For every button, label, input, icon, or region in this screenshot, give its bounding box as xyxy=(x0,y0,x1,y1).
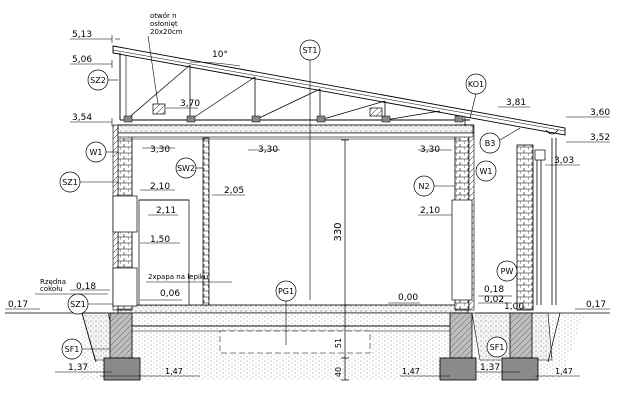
footing-dimension-lines xyxy=(55,371,580,377)
elevation-gutter-text: 3,03 xyxy=(554,156,574,166)
elevation-leaders xyxy=(5,35,610,310)
rzedna-cokolu-label-1: Rzędna xyxy=(40,278,66,286)
tag-n2: N2 xyxy=(413,175,455,197)
found-right-text: 1,37 xyxy=(480,363,500,373)
tag-w1-right: W1 xyxy=(475,160,497,182)
tag-pw: PW xyxy=(496,260,518,282)
opening-note-2: osłonięt xyxy=(150,20,178,28)
dimension-40-text: 40 xyxy=(334,367,343,377)
ground-right-text: 0,17 xyxy=(586,300,606,310)
inner-wall xyxy=(138,137,210,306)
elevation-door-text: 2,10 xyxy=(420,206,440,216)
svg-text:N2: N2 xyxy=(418,182,429,191)
elevation-top-text: 5,13 xyxy=(72,30,92,40)
found-left-text: 1,37 xyxy=(68,363,88,373)
elevation-ceiling-left-text: 3,30 xyxy=(150,145,170,155)
elevation-window-inner-text: 2,11 xyxy=(156,206,176,216)
elevation-plinth-text: 1,00 xyxy=(504,302,524,312)
opening-note-3: 20x20cm xyxy=(150,28,183,36)
elevation-eave-text: 3,54 xyxy=(72,113,92,123)
ground-line xyxy=(5,312,610,363)
roof-slope-text: 10° xyxy=(212,50,228,60)
svg-text:SZ1: SZ1 xyxy=(62,178,78,187)
right-wall xyxy=(451,124,475,311)
tag-ko1: KO1 xyxy=(465,73,487,119)
svg-text:SZ1: SZ1 xyxy=(70,300,86,309)
svg-text:PW: PW xyxy=(501,267,514,276)
elevation-roof-top-text: 3,60 xyxy=(590,108,610,118)
tag-pg1: PG1 xyxy=(275,280,297,345)
tag-sf1-right: SF1 xyxy=(486,336,508,358)
elevation-sill-right-text: 0,18 xyxy=(484,285,504,295)
footing-right-text: 1,47 xyxy=(555,367,573,376)
elevation-ceiling-center-text: 3,30 xyxy=(258,145,278,155)
elevation-sill-left-text: 0,18 xyxy=(76,282,96,292)
tag-sz1-left: SZ1 xyxy=(59,171,118,193)
elevation-pad-text: 0,06 xyxy=(160,289,180,299)
ground-left-text: 0,17 xyxy=(8,300,28,310)
footing-left-text: 1,47 xyxy=(165,367,183,376)
gutter-downpipe xyxy=(545,129,559,305)
elevation-window-top-text: 2,10 xyxy=(150,182,170,192)
left-wall xyxy=(112,124,138,311)
svg-text:SF1: SF1 xyxy=(490,343,505,352)
height-dimension-line xyxy=(309,56,349,381)
elevation-ridge-text: 3,81 xyxy=(506,98,526,108)
svg-text:SF1: SF1 xyxy=(65,345,80,354)
annex-wall xyxy=(516,144,546,311)
elevation-low-text: 0,02 xyxy=(484,295,504,305)
rzedna-cokolu-label-2: cokołu xyxy=(40,285,63,293)
height-dimension-text: 330 xyxy=(333,222,344,241)
tag-sw2: SW2 xyxy=(175,157,203,179)
svg-text:PG1: PG1 xyxy=(278,287,294,296)
elevation-roof-bottom-text: 3,52 xyxy=(590,133,610,143)
svg-text:SZ2: SZ2 xyxy=(90,76,106,85)
tag-sz2: SZ2 xyxy=(87,69,118,91)
glue-note-text: 2xpapa na lepiku xyxy=(148,273,208,281)
elevation-ceiling-right-text: 3,30 xyxy=(420,145,440,155)
elevation-top2-text: 5,06 xyxy=(72,55,92,65)
svg-text:SW2: SW2 xyxy=(177,164,195,173)
tag-b3: B3 xyxy=(479,127,521,154)
svg-text:W1: W1 xyxy=(90,148,103,157)
svg-text:ST1: ST1 xyxy=(302,46,317,55)
tag-st1: ST1 xyxy=(299,39,321,61)
elevation-floor-text: 0,00 xyxy=(398,293,418,303)
svg-text:KO1: KO1 xyxy=(468,80,484,89)
svg-text:W1: W1 xyxy=(480,167,493,176)
opening-note-1: otwór n xyxy=(150,12,177,20)
ceiling-slab xyxy=(117,124,474,140)
dimension-51-text: 51 xyxy=(334,338,343,348)
elevation-wall-top-text: 2,05 xyxy=(224,186,244,196)
footing-mid-text: 1,47 xyxy=(402,367,420,376)
foundations xyxy=(103,312,539,381)
tag-sz1-bottom: SZ1 xyxy=(67,293,113,315)
roof xyxy=(112,45,566,136)
elevation-truss-text: 3,70 xyxy=(180,99,200,109)
tag-sf1-left: SF1 xyxy=(61,338,110,360)
tag-w1-left: W1 xyxy=(85,141,118,163)
elevation-window-mid-text: 1,50 xyxy=(150,235,170,245)
svg-text:B3: B3 xyxy=(485,139,496,148)
